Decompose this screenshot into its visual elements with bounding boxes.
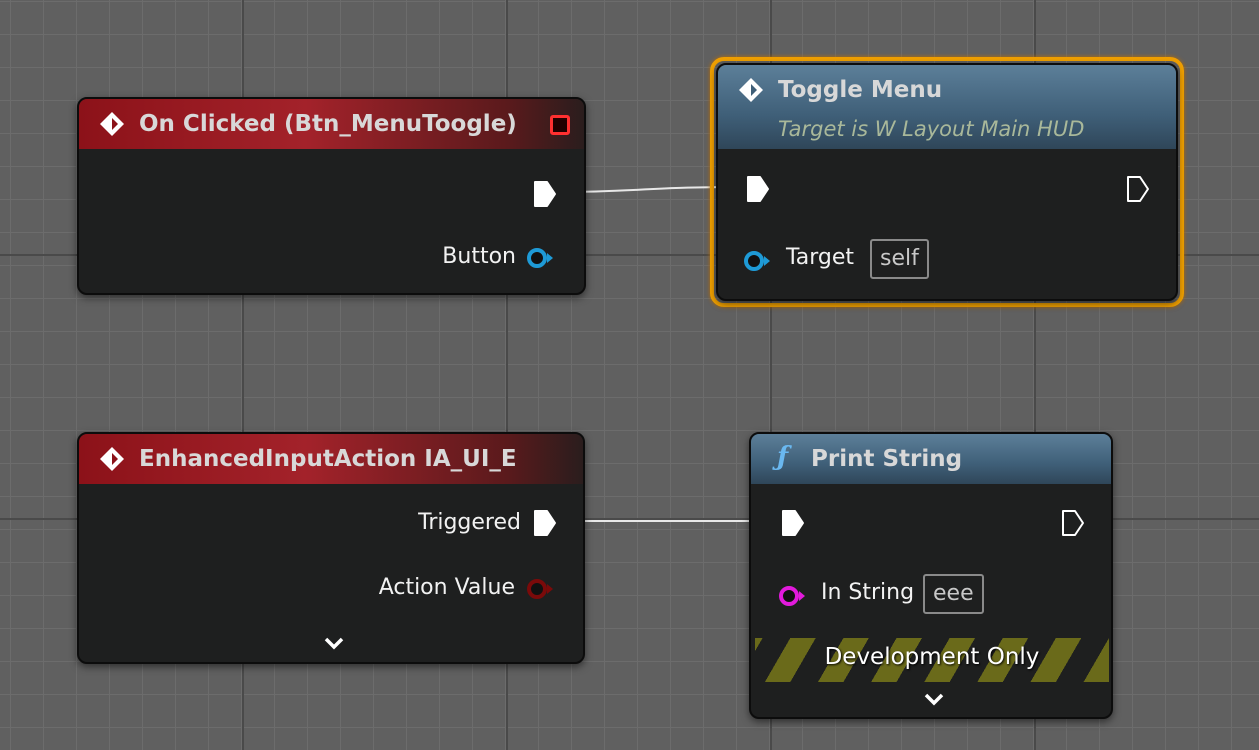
delegate-pin-icon[interactable]	[550, 115, 570, 135]
node-header[interactable]: On Clicked (Btn_MenuToogle)	[79, 99, 584, 149]
event-diamond-icon	[739, 78, 763, 102]
selection-outline	[710, 57, 1184, 307]
node-title: On Clicked (Btn_MenuToogle)	[139, 111, 517, 137]
exec-in-pin-icon[interactable]	[746, 175, 770, 203]
node-enhanced-input-action[interactable]: EnhancedInputAction IA_UI_E Triggered Ac…	[77, 432, 585, 664]
target-value-field[interactable]: self	[870, 239, 929, 279]
pin-label-triggered: Triggered	[418, 510, 521, 535]
expand-chevron-icon[interactable]	[323, 636, 345, 650]
node-print-string[interactable]: ƒ Print String In String eee Development…	[749, 432, 1113, 719]
node-title: Toggle Menu	[778, 77, 943, 103]
node-header[interactable]: ƒ Print String	[751, 434, 1111, 484]
object-pin-icon[interactable]	[744, 250, 770, 272]
string-pin-icon[interactable]	[779, 585, 805, 607]
node-header[interactable]: Toggle Menu Target is W Layout Main HUD	[718, 65, 1176, 149]
exec-out-pin-icon[interactable]	[533, 180, 557, 208]
node-title: Print String	[811, 446, 963, 472]
function-icon: ƒ	[777, 442, 789, 472]
event-diamond-icon	[100, 447, 124, 471]
struct-pin-icon[interactable]	[527, 578, 553, 600]
exec-out-pin-icon[interactable]	[533, 509, 557, 537]
pin-label-action-value: Action Value	[378, 575, 515, 600]
node-header[interactable]: EnhancedInputAction IA_UI_E	[79, 434, 583, 484]
banner-text: Development Only	[824, 644, 1040, 670]
pin-label-button: Button	[442, 244, 516, 269]
pin-label-target: Target	[786, 245, 855, 270]
object-pin-icon[interactable]	[527, 247, 553, 269]
in-string-value-field[interactable]: eee	[923, 574, 984, 614]
exec-out-pin-icon[interactable]	[1126, 175, 1150, 203]
exec-in-pin-icon[interactable]	[781, 509, 805, 537]
expand-chevron-icon[interactable]	[923, 692, 945, 706]
node-on-clicked[interactable]: On Clicked (Btn_MenuToogle) Button	[77, 97, 586, 295]
node-subtitle: Target is W Layout Main HUD	[778, 117, 1085, 141]
node-toggle-menu[interactable]: Toggle Menu Target is W Layout Main HUD …	[716, 63, 1178, 301]
exec-out-pin-icon[interactable]	[1061, 509, 1085, 537]
event-diamond-icon	[100, 112, 124, 136]
pin-label-in-string: In String	[821, 580, 915, 605]
node-title: EnhancedInputAction IA_UI_E	[139, 446, 517, 472]
development-only-banner: Development Only	[755, 638, 1109, 682]
